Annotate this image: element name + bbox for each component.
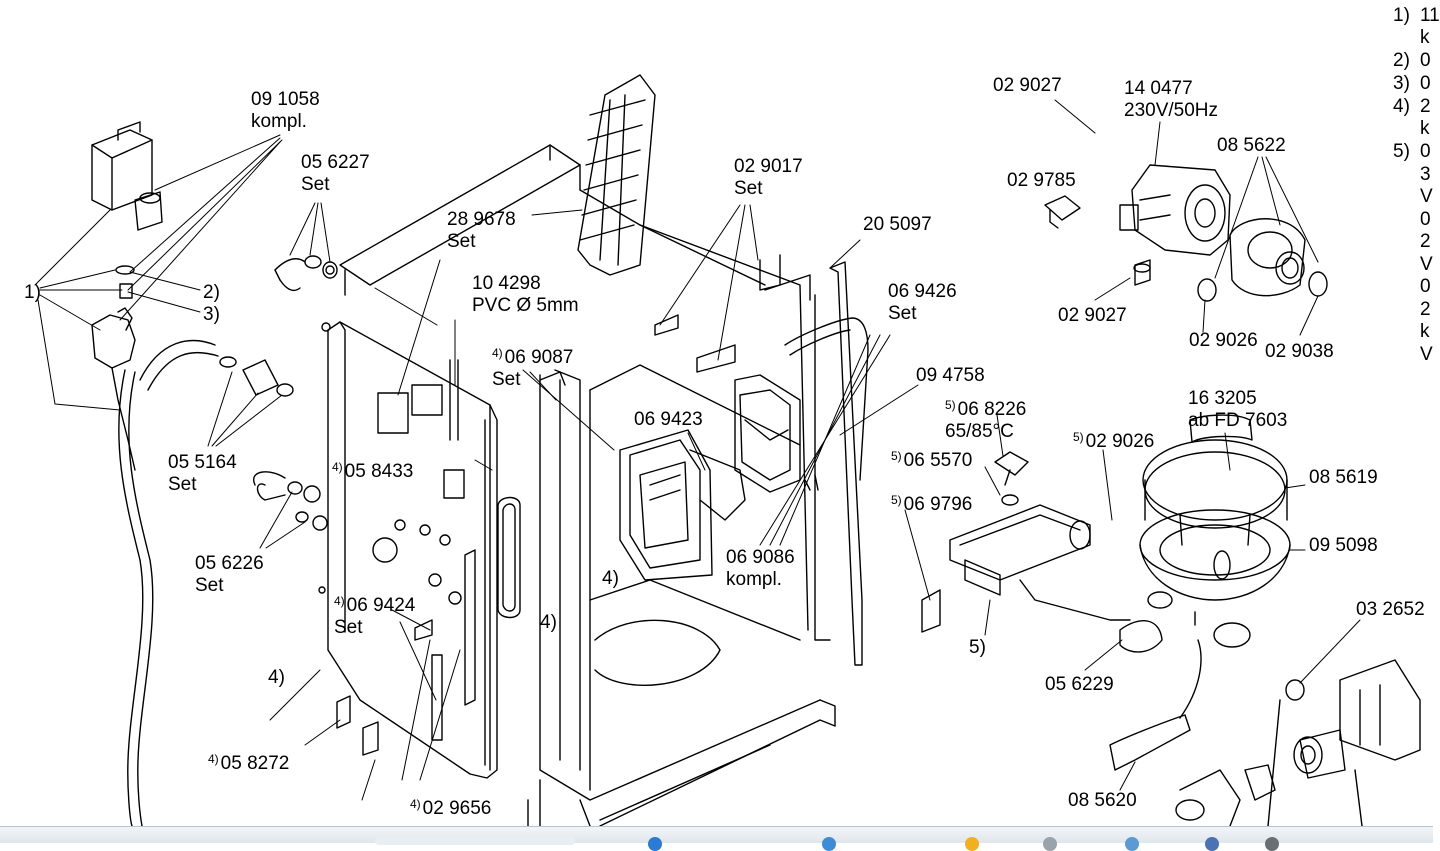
leader-lines-pump (1054, 99, 1319, 336)
part-029026-a: 02 9026 (1189, 330, 1258, 351)
sump-filter-assembly (1139, 414, 1291, 648)
bottom-hose-fittings (1175, 699, 1363, 827)
tray-icon-c[interactable] (1205, 837, 1219, 851)
door-inner-panel (318, 321, 498, 779)
note-2: 2) (203, 282, 220, 303)
flow-heater-block (921, 504, 1131, 633)
spray-arm-strip (577, 74, 656, 276)
inlet-valve (1285, 659, 1421, 779)
part-069796: 5)06 9796 (891, 493, 973, 515)
app-icon[interactable] (822, 837, 836, 851)
leader-lines-door (269, 259, 493, 801)
part-085620: 08 5620 (1068, 790, 1137, 811)
part-058272: 4)05 8272 (208, 752, 290, 774)
tray-icon-a[interactable] (1043, 837, 1057, 851)
note-1: 1) (24, 282, 41, 303)
dishwasher-exploded-drawing (34, 74, 1421, 827)
rinse-aid-unit (734, 374, 801, 493)
door-seal (497, 496, 521, 619)
legend-5: 5) 0 3 V 0 2 V 0 2 k V (1393, 141, 1433, 365)
part-095098: 09 5098 (1309, 535, 1378, 556)
detergent-dispenser (619, 429, 746, 581)
legend-2: 2) 0 (1393, 50, 1431, 71)
aquastop-module (91, 121, 163, 471)
part-094758: 09 4758 (916, 365, 985, 386)
legend-4: 4) 2 k (1393, 96, 1431, 139)
heating-element-rod (784, 261, 869, 666)
note-5-heater: 5) (969, 637, 986, 658)
legend-1: 1) 11 k (1393, 5, 1440, 48)
note-3: 3) (203, 304, 220, 325)
browser-icon[interactable] (648, 837, 662, 851)
part-029038: 02 9038 (1265, 341, 1334, 362)
tray-icon-d[interactable] (1265, 837, 1279, 851)
part-029026-b: 5)02 9026 (1073, 430, 1155, 452)
part-058433: 4)05 8433 (332, 460, 414, 482)
part-029785: 02 9785 (1007, 170, 1076, 191)
hose-clamps-and-sleeves (219, 255, 338, 531)
note-4-panel: 4) (268, 667, 285, 688)
legend-3: 3) 0 (1393, 73, 1431, 94)
clip-part (1044, 195, 1081, 229)
folder-icon[interactable] (965, 837, 979, 851)
part-085622: 08 5622 (1217, 135, 1286, 156)
inlet-hose (118, 339, 219, 827)
part-029027-b: 02 9027 (1058, 305, 1127, 326)
leader-lines-left (34, 134, 283, 411)
part-065570: 5)06 5570 (891, 449, 973, 471)
footnote-legend: 1) 11 k 2) 0 3) 0 4) 2 k 5) 0 3 V 0 2 V … (1393, 5, 1440, 365)
taskbar-search-edge[interactable] (375, 837, 575, 845)
tub-cabinet (339, 144, 836, 827)
pump-housing (1197, 218, 1328, 302)
thermostat (994, 451, 1029, 506)
leader-lines-sump (1224, 432, 1361, 684)
leader-lines-heater (904, 414, 1136, 791)
taskbar-strip (0, 826, 1433, 851)
note-4-seal: 4) (540, 612, 557, 633)
drain-hose (1109, 620, 1202, 771)
tray-icon-b[interactable] (1125, 837, 1139, 851)
part-032652: 03 2652 (1356, 599, 1425, 620)
leader-lines-clamps (207, 202, 331, 549)
note-4-dispenser: 4) (602, 568, 619, 589)
part-056229: 05 6229 (1045, 674, 1114, 695)
leader-lines-tub (374, 204, 919, 546)
part-085619: 08 5619 (1309, 467, 1378, 488)
part-029656: 4)02 9656 (410, 797, 492, 819)
part-029027-a: 02 9027 (993, 75, 1062, 96)
part-205097: 20 5097 (863, 214, 932, 235)
part-069423: 06 9423 (634, 409, 703, 430)
circulation-pump-motor (1119, 164, 1231, 286)
